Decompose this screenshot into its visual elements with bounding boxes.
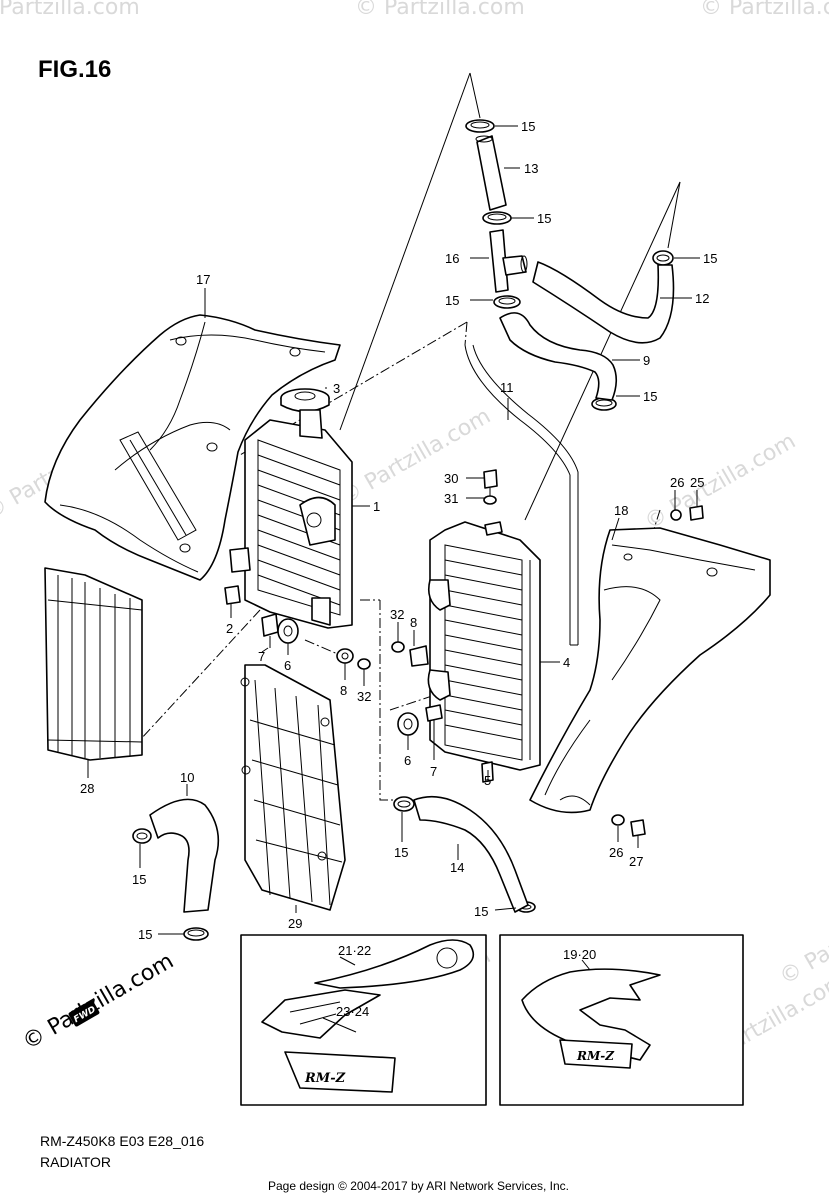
callout-label: 32 (357, 689, 371, 704)
callout-numbers: 15 13 15 16 15 15 12 9 15 11 17 3 1 30 3… (80, 119, 717, 1019)
callout-label: 11 (500, 380, 514, 395)
radiator-shroud-left (44, 314, 341, 581)
callout-label: 5 (484, 773, 491, 788)
callout-label: 6 (404, 753, 411, 768)
callout-label: 29 (288, 916, 302, 931)
reference-lines (139, 72, 681, 801)
callout-label: 15 (703, 251, 717, 266)
hose-clamp (493, 295, 521, 309)
hose-12 (532, 261, 675, 344)
radiator-louver-left (44, 567, 143, 761)
callout-label: 31 (444, 491, 458, 506)
hose-clamps (132, 119, 674, 941)
callout-label: 25 (690, 475, 704, 490)
callout-label: 18 (614, 503, 628, 518)
hose-9 (499, 312, 618, 401)
callout-label: 10 (180, 770, 194, 785)
callout-label: 15 (643, 389, 657, 404)
hose-clamp (465, 119, 495, 133)
watermark-text: © Partzilla.com (336, 404, 496, 511)
bolt-collar-bottom-right (611, 814, 646, 837)
hose-clamp (393, 796, 415, 812)
hose-13 (475, 135, 507, 211)
partzilla-logo: © Partzilla.com FWD (19, 949, 179, 1056)
callout-label: 8 (340, 683, 347, 698)
overflow-hose (464, 344, 579, 646)
callout-label: 8 (410, 615, 417, 630)
callout-label: 7 (430, 764, 437, 779)
callout-label: 15 (445, 293, 459, 308)
callout-label: 15 (521, 119, 535, 134)
bolt-collar-top-right (670, 505, 704, 521)
hose-lower-left (149, 798, 220, 913)
radiator-left (229, 409, 353, 629)
callout-label: 3 (333, 381, 340, 396)
callout-label: 15 (394, 845, 408, 860)
callout-label: 28 (80, 781, 94, 796)
callout-label: 26 (609, 845, 623, 860)
model-code: RM-Z450K8 E03 E28_016 (40, 1133, 205, 1149)
callout-label: 15 (474, 904, 488, 919)
bolt-30-washer-31 (483, 469, 498, 505)
page-credit: Page design © 2004-2017 by ARI Network S… (268, 1179, 570, 1193)
callout-label: 26 (670, 475, 684, 490)
hose-clamp (183, 927, 209, 941)
callout-label: 13 (524, 161, 538, 176)
callout-label: 1 (373, 499, 380, 514)
callout-label: 15 (132, 872, 146, 887)
watermark-text: © Partzilla.com (700, 0, 829, 20)
grommet-right (391, 641, 429, 667)
t-union (489, 229, 528, 293)
clip-part-2 (224, 585, 241, 605)
callout-label: 7 (258, 649, 265, 664)
radiator-cap (280, 388, 330, 413)
callout-label: 15 (537, 211, 551, 226)
radiator-guard (240, 664, 346, 911)
radiator-right (427, 521, 541, 771)
logo-text: © Partzilla.com (19, 949, 179, 1056)
callout-label: 12 (695, 291, 709, 306)
decal-box-right: RM-Z (499, 934, 744, 1106)
decal-logo: RM-Z (304, 1071, 346, 1086)
callout-label: 23·24 (336, 1004, 369, 1019)
callout-label: 15 (138, 927, 152, 942)
hose-clamp (132, 828, 152, 844)
callout-label: 27 (629, 854, 643, 869)
watermark-text: © Partzilla.com (641, 429, 801, 536)
callout-label: 9 (643, 353, 650, 368)
callout-label: 2 (226, 621, 233, 636)
hose-14 (413, 795, 529, 913)
callout-label: 21·22 (338, 943, 371, 958)
figure-title: FIG.16 (38, 56, 112, 83)
grommet-left (336, 648, 371, 670)
callout-label: 30 (444, 471, 458, 486)
watermark-text: © Partzilla.com (776, 884, 829, 991)
decal-box-left: RM-Z (240, 934, 487, 1106)
callout-label: 19·20 (563, 947, 596, 962)
bolt-washer-left (261, 613, 299, 648)
callout-label: 14 (450, 860, 464, 875)
radiator-shroud-right (529, 527, 771, 814)
callout-label: 17 (196, 272, 210, 287)
callout-label: 16 (445, 251, 459, 266)
watermark-text: © Partzilla.com (355, 0, 525, 20)
decal-logo: RM-Z (576, 1049, 615, 1063)
leader-lines (87, 125, 700, 1033)
hose-clamp (482, 211, 512, 225)
watermark-text: © Partzilla.com (0, 0, 140, 20)
callout-label: 32 (390, 607, 404, 622)
section-name: RADIATOR (40, 1154, 112, 1170)
hose-clamp (652, 250, 674, 266)
bolt-washer-right (397, 704, 443, 736)
callout-label: 4 (563, 655, 570, 670)
callout-label: 6 (284, 658, 291, 673)
